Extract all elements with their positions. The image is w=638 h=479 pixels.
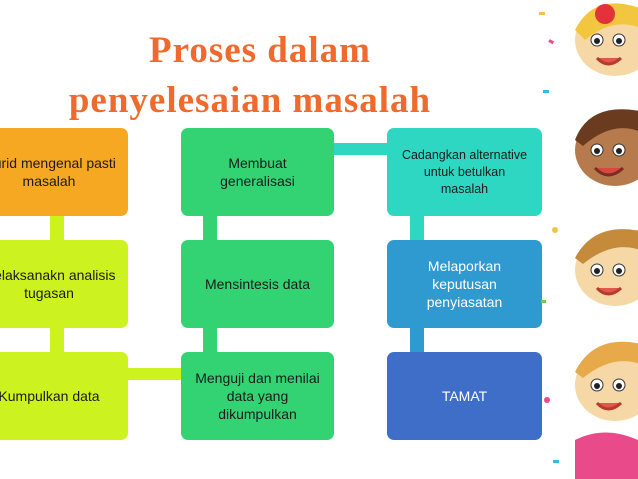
connector-s7-s8 xyxy=(410,215,424,241)
connector-s4-s5 xyxy=(203,327,217,353)
connector-s3-s4 xyxy=(128,368,182,380)
child-face-2 xyxy=(575,109,638,186)
step-1: Murid mengenal pasti masalah xyxy=(0,128,128,216)
step-4: Menguji dan menilai data yang dikumpulka… xyxy=(181,352,334,440)
step-6-label: Membuat generalisasi xyxy=(220,155,295,189)
connector-s8-s9 xyxy=(410,327,424,353)
step-2-label: Melaksanakn analisis tugasan xyxy=(0,267,116,301)
connector-s5-s6 xyxy=(203,215,217,241)
child-face-1 xyxy=(575,3,638,76)
title-line-1: Proses dalam xyxy=(148,30,371,71)
child-shirt xyxy=(575,432,638,479)
connector-s1-s2 xyxy=(50,215,64,241)
step-4-label: Menguji dan menilai data yang dikumpulka… xyxy=(195,370,320,422)
step-5: Mensintesis data xyxy=(181,240,334,328)
step-9-label: TAMAT xyxy=(441,388,488,404)
step-1-label: Murid mengenal pasti masalah xyxy=(0,155,116,189)
child-face-4 xyxy=(575,341,638,421)
connector-s6-s7 xyxy=(333,143,387,155)
step-7-label: Cadangkan alternative untuk betulkan mas… xyxy=(401,147,528,196)
step-3: Kumpulkan data xyxy=(0,352,128,440)
title-line-2: penyelesaian masalah xyxy=(68,80,432,121)
cartoon-children-illustration xyxy=(539,3,638,479)
step-7: Cadangkan alternative untuk betulkan mas… xyxy=(387,128,542,216)
confetti-decoration xyxy=(539,12,559,463)
page-title: Proses dalam penyelesaian masalah xyxy=(0,26,500,126)
step-5-label: Mensintesis data xyxy=(204,276,311,292)
step-6: Membuat generalisasi xyxy=(181,128,334,216)
connector-s2-s3 xyxy=(50,327,64,353)
step-2: Melaksanakn analisis tugasan xyxy=(0,240,128,328)
step-9: TAMAT xyxy=(387,352,542,440)
step-8-label: Melaporkan keputusan penyiasatan xyxy=(426,258,503,310)
child-face-3 xyxy=(575,229,638,306)
step-8: Melaporkan keputusan penyiasatan xyxy=(387,240,542,328)
step-3-label: Kumpulkan data xyxy=(0,388,100,404)
